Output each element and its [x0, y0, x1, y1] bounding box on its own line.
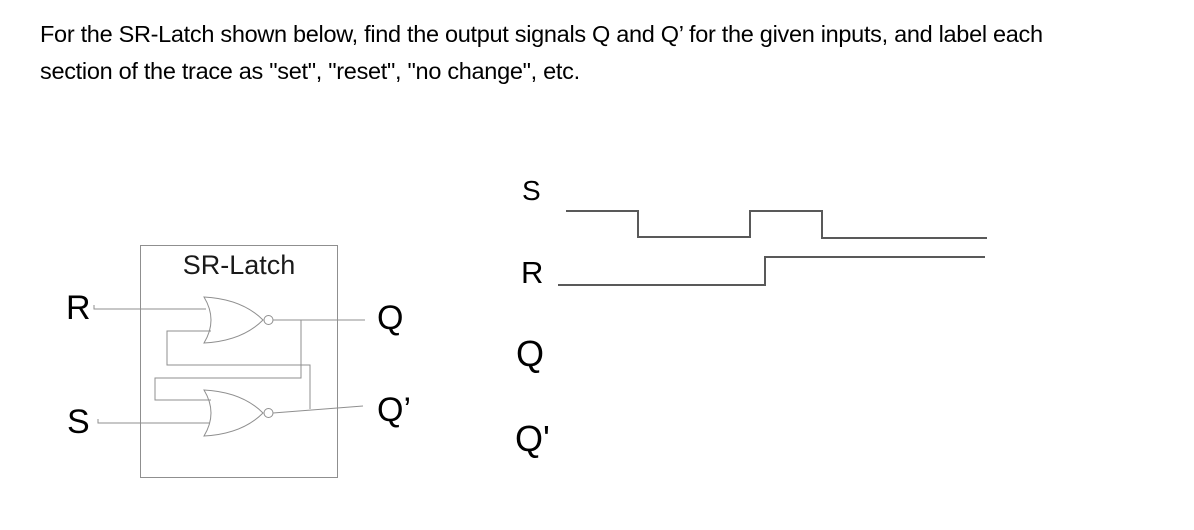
timing-label-q: Q [516, 333, 545, 374]
wire-r-input [93, 305, 206, 310]
timing-diagram [558, 210, 987, 286]
sr-latch-title: SR-Latch [182, 250, 296, 280]
output-label-q-prime: Q’ [377, 391, 411, 429]
statement-line-1: For the SR-Latch shown below, find the o… [40, 21, 1043, 47]
problem-statement: For the SR-Latch shown below, find the o… [40, 16, 1160, 90]
r-waveform [558, 256, 985, 286]
timing-label-q-prime: Q' [515, 418, 550, 459]
wire-q-prime-output [272, 405, 364, 414]
s-waveform [566, 210, 987, 239]
nor-gate-bottom [203, 389, 264, 437]
timing-label-r: R [521, 255, 544, 290]
statement-line-2: section of the trace as "set", "reset", … [40, 58, 580, 84]
input-label-r: R [66, 289, 91, 327]
sr-latch-box [140, 245, 338, 478]
wire-feedback-q-to-bottom-gate [154, 320, 302, 401]
circuit-diagram [93, 245, 365, 478]
nor-gate-bottom-bubble [263, 408, 274, 418]
nor-gate-top-bubble [263, 315, 274, 325]
output-label-q: Q [377, 299, 404, 337]
nor-gate-top [203, 296, 264, 344]
input-label-s: S [67, 403, 90, 441]
wire-feedback-q-prime-to-top-gate [166, 330, 311, 409]
wire-s-input [97, 419, 210, 424]
timing-label-s: S [522, 175, 541, 206]
